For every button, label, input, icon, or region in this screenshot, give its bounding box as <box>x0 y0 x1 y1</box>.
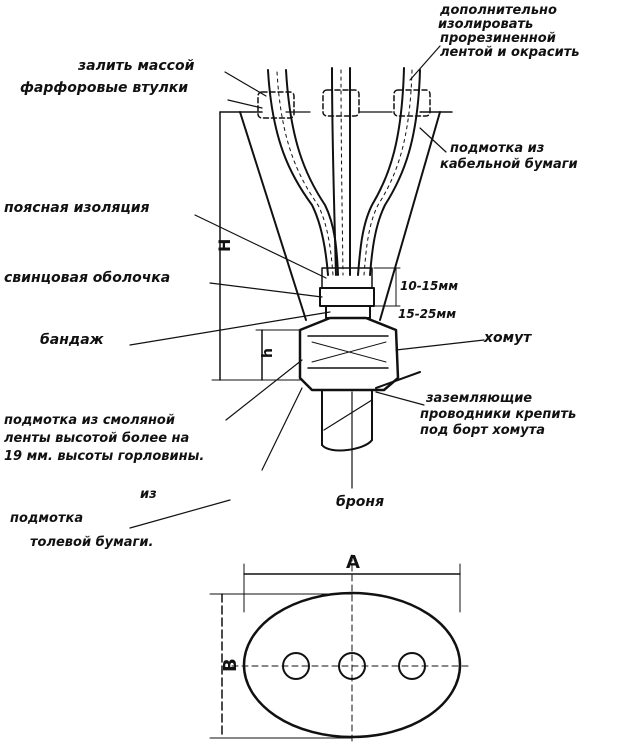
dim-gap-lower: 15-25мм <box>398 307 456 321</box>
label-thick-paper-3: толевой бумаги. <box>30 535 153 550</box>
conductor-right <box>357 67 421 276</box>
label-lead-sheath: свинцовая оболочка <box>4 270 170 286</box>
ground-conductor <box>375 371 421 389</box>
label-clamp: хомут <box>483 330 532 346</box>
lead-sheath <box>319 287 375 307</box>
label-armor: броня <box>336 494 384 510</box>
armored-cable <box>321 389 373 452</box>
dimension-B <box>209 593 353 739</box>
porcelain-bushings <box>257 89 431 119</box>
dimension-gaps <box>373 267 401 307</box>
dimension-h <box>255 329 301 381</box>
cross-section <box>231 554 469 746</box>
dimension-H <box>211 111 301 381</box>
label-extra-insulate-3: прорезиненной <box>440 31 556 46</box>
label-belt-insulation: поясная изоляция <box>4 200 150 216</box>
label-cable-paper-1: подмотка из <box>450 141 544 156</box>
conductor-middle <box>331 67 352 276</box>
conductor-left <box>267 69 339 276</box>
dim-A: A <box>346 552 360 573</box>
clamp-neck <box>298 316 400 392</box>
dim-B: B <box>220 658 241 672</box>
label-extra-insulate-1: дополнительно <box>439 3 557 18</box>
label-ground-1: заземляющие <box>425 391 532 406</box>
label-porcelain-bushings: фарфоровые втулки <box>20 80 188 96</box>
funnel-outline <box>219 111 453 321</box>
label-resin-2: ленты высотой более на <box>4 431 189 446</box>
dim-h: h <box>260 348 276 358</box>
label-thick-paper-2: подмотка <box>10 511 83 526</box>
belt-insulation <box>321 267 373 289</box>
label-ground-2: проводники крепить <box>420 407 576 422</box>
label-ground-3: под борт хомута <box>420 423 545 438</box>
label-thick-paper-1: из <box>140 487 157 502</box>
leader-lines <box>129 45 485 529</box>
band <box>325 305 371 319</box>
dim-gap-upper: 10-15мм <box>400 279 458 293</box>
label-resin-1: подмотка из смоляной <box>4 413 175 428</box>
label-resin-3: 19 мм. высоты горловины. <box>4 449 204 464</box>
dim-H: H <box>215 239 234 252</box>
label-band: бандаж <box>40 332 105 348</box>
label-fill-mass: залить массой <box>77 58 195 74</box>
dimension-A <box>243 563 461 613</box>
label-extra-insulate-4: лентой и окрасить <box>440 45 579 60</box>
label-cable-paper-2: кабельной бумаги <box>440 157 578 172</box>
label-extra-insulate-2: изолировать <box>438 17 533 32</box>
